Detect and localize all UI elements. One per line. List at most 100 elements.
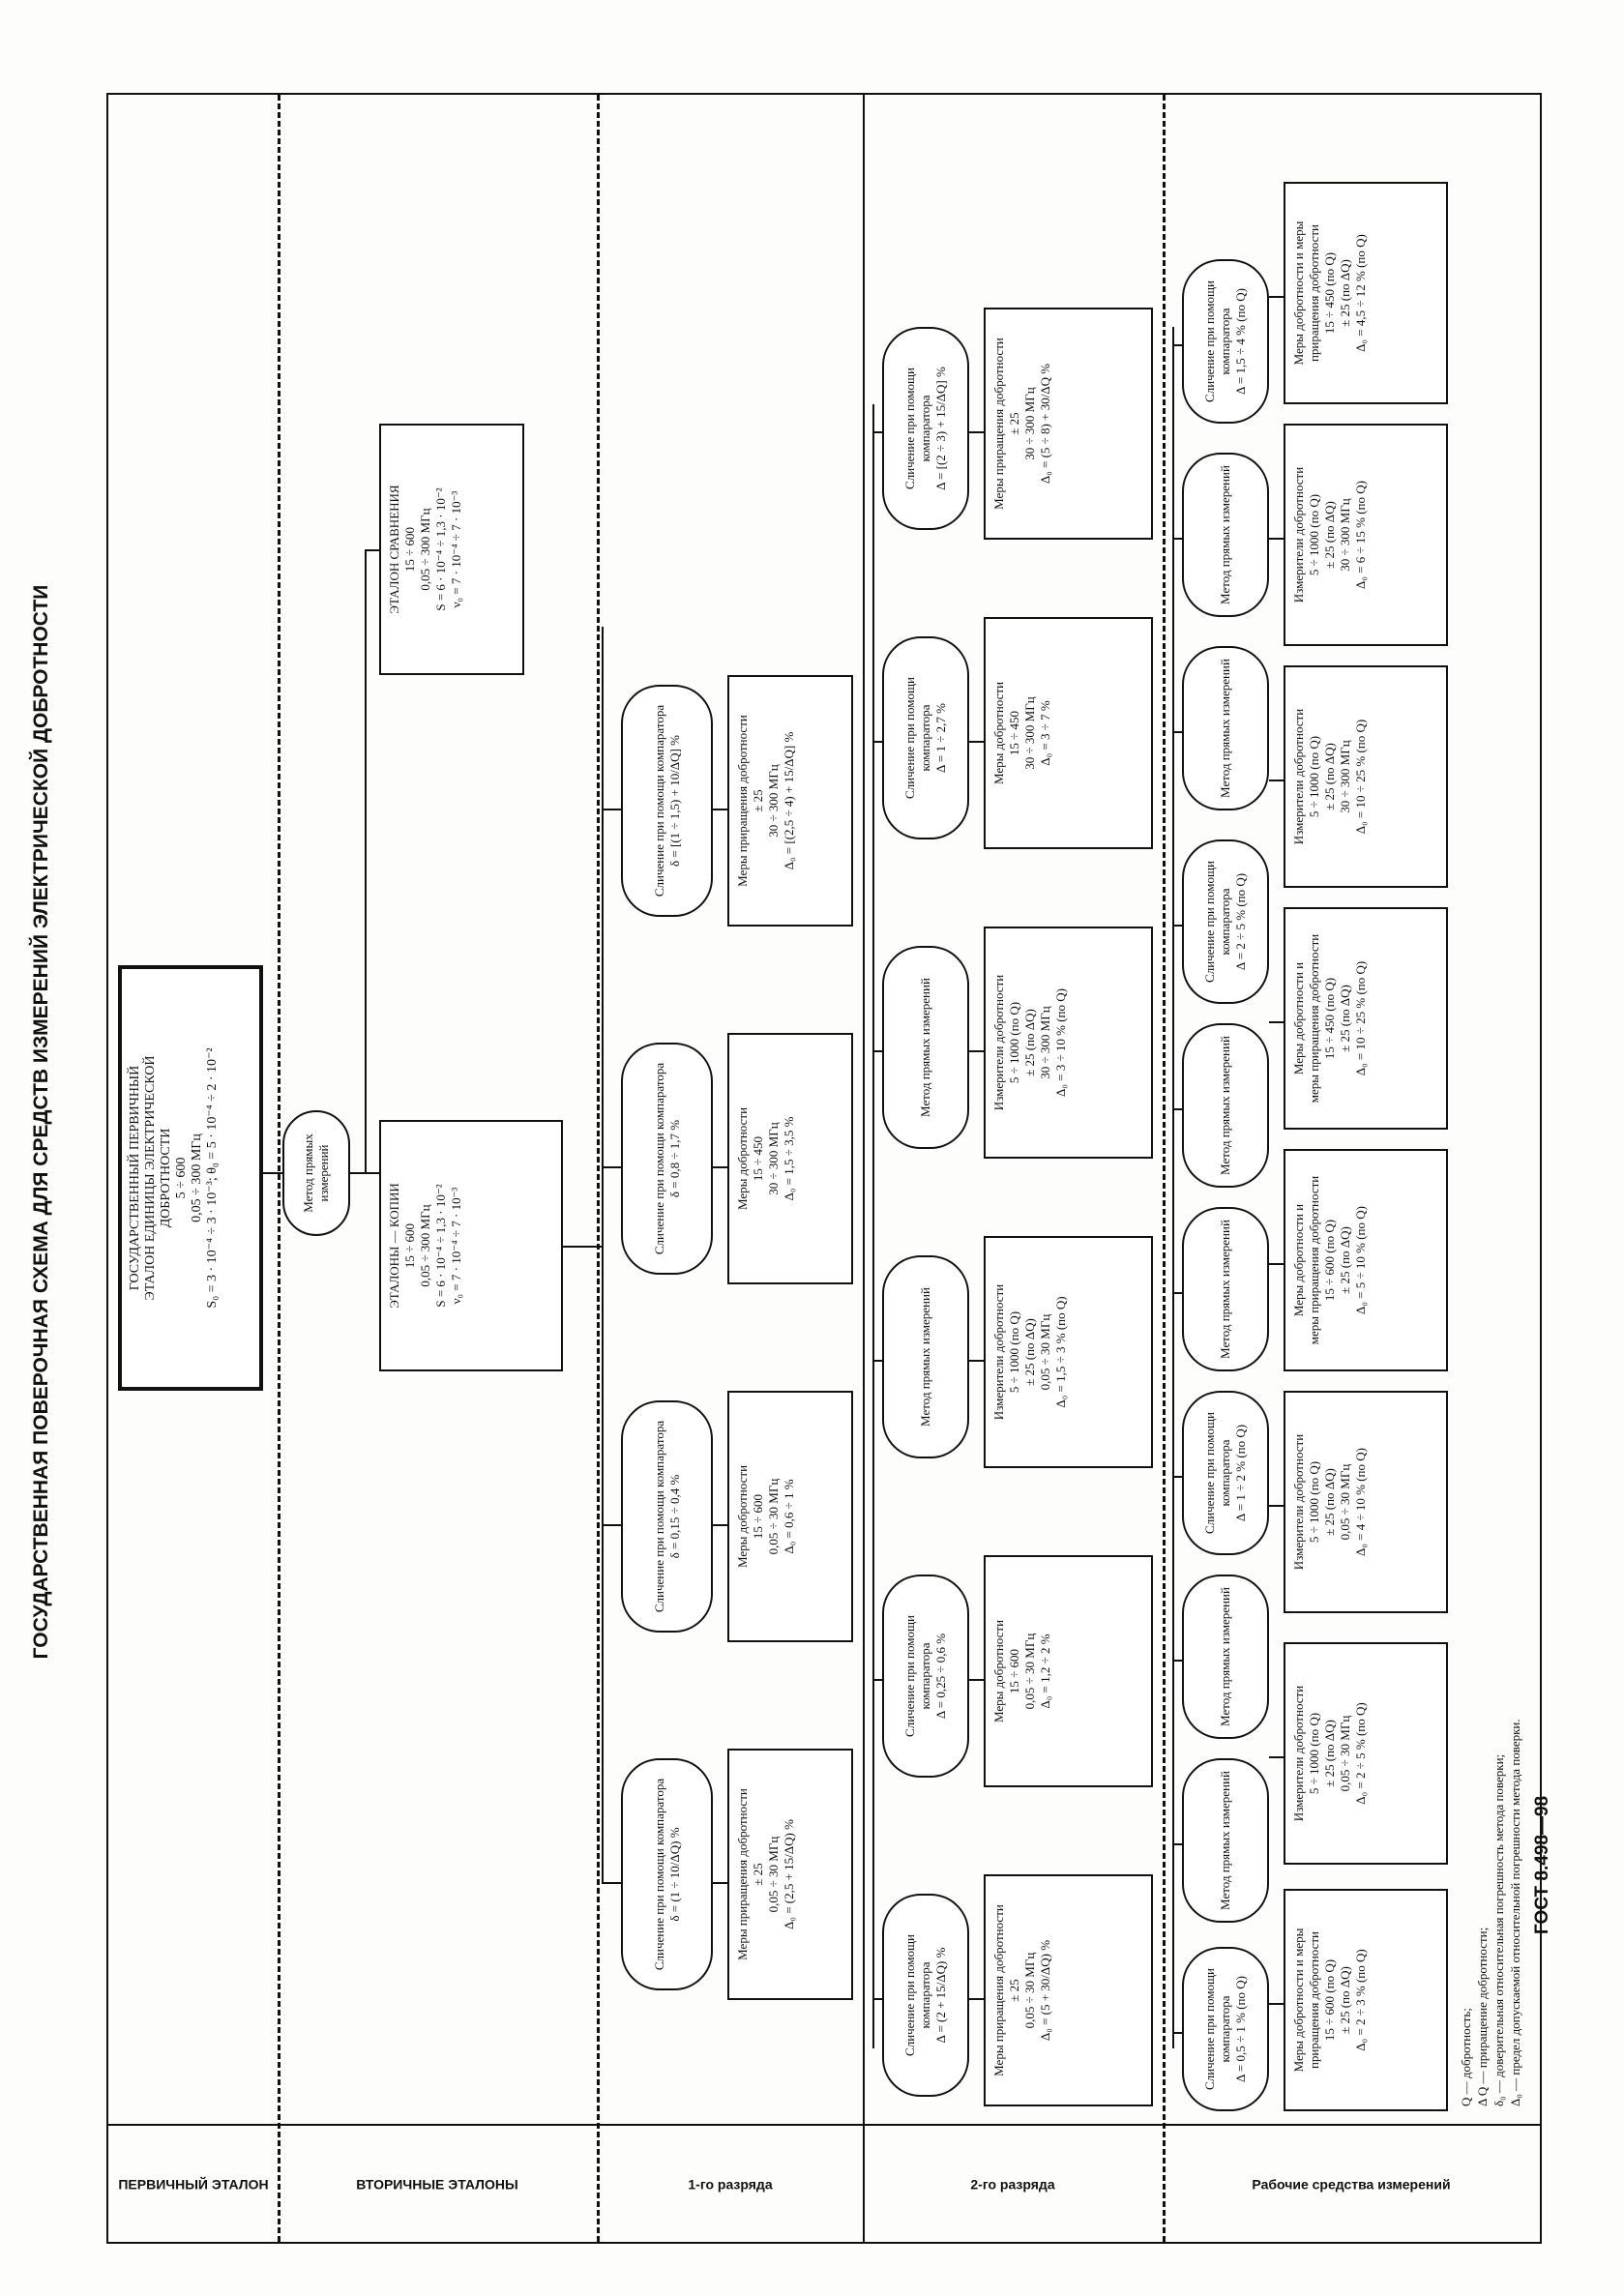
connector xyxy=(1172,538,1182,540)
text-line: Метод прямых измерений xyxy=(918,978,932,1117)
text-line: ± 25 (по ΔQ) xyxy=(1322,1720,1337,1787)
connector xyxy=(969,1679,984,1681)
text-line: 30 ÷ 300 МГц xyxy=(1038,1006,1052,1079)
legend-item: Δ Q — приращение добротности; xyxy=(1475,1927,1490,2106)
text-line: 0,05 ÷ 30 МГц xyxy=(766,1478,781,1555)
connector xyxy=(263,1172,282,1174)
text-line: 30 ÷ 300 МГц xyxy=(766,764,781,838)
connector xyxy=(1172,327,1174,2048)
text-line: Измерители добротности xyxy=(1291,466,1306,603)
text-line: Сличение при помощи компаратора xyxy=(1202,861,1232,983)
row-label-instruments: Рабочие средства измерений xyxy=(1252,2175,1451,2192)
text-line: Δ₀ = 10 ÷ 25 % (по Q) xyxy=(1353,960,1368,1076)
text-line: Меры приращения добротности xyxy=(991,1904,1006,2076)
text-line: Метод прямых измерений xyxy=(1218,465,1232,604)
connector xyxy=(1269,2003,1284,2005)
text-line: 15 ÷ 600 (по Q) xyxy=(1322,1219,1337,1302)
text-line: Δ = 0,25 ÷ 0,6 % xyxy=(933,1633,948,1720)
connector xyxy=(713,1166,727,1168)
text-line: Сличение при помощи компаратора xyxy=(902,677,932,799)
text-line: Метод прямых измерений xyxy=(1218,1220,1232,1359)
text-line: Измерители добротности xyxy=(1291,1433,1306,1571)
method-pill: Метод прямых измерений xyxy=(1182,1023,1269,1188)
connector xyxy=(1172,2032,1182,2034)
connector xyxy=(602,809,621,810)
text-line: 0,05 ÷ 30 МГц xyxy=(1022,1952,1037,2029)
connector xyxy=(1172,1292,1182,1294)
row-label-primary: ПЕРВИЧНЫЙ ЭТАЛОН xyxy=(117,2175,269,2192)
text-line: Δ₀ = 3 ÷ 7 % xyxy=(1038,700,1052,766)
text-line: Δ = 1 ÷ 2,7 % xyxy=(933,703,948,773)
connector xyxy=(872,1360,882,1362)
text-line: 0,05 ÷ 30 МГц xyxy=(1338,1463,1352,1541)
method-pill: Метод прямых измерений xyxy=(882,1255,969,1458)
connector xyxy=(1172,731,1182,733)
text-line: 30 ÷ 300 МГц xyxy=(1338,740,1352,813)
text-line: Сличение при помощи компаратора xyxy=(651,1062,666,1255)
text-line: ± 25 (по ΔQ) xyxy=(1338,1966,1352,2034)
method-pill: Метод прямых измерений xyxy=(882,946,969,1149)
text-line: Меры добротности и меры xyxy=(1291,221,1306,366)
connector xyxy=(1269,1263,1284,1265)
text-line: Измерители добротности xyxy=(1291,1685,1306,1822)
connector xyxy=(1269,296,1284,298)
text-line: Метод прямых измерений xyxy=(918,1287,932,1427)
text-line: Меры добротности xyxy=(991,1619,1006,1723)
text-line: Δ₀ = 2 ÷ 3 % (по Q) xyxy=(1353,1949,1368,2051)
connector xyxy=(563,1246,602,1248)
text-line: 15 ÷ 600 (по Q) xyxy=(1322,1958,1337,2042)
text-line: 0,05 ÷ 30 МГц xyxy=(1022,1633,1037,1710)
text-line: Сличение при помощи компаратора xyxy=(651,1778,666,1971)
text-line: ± 25 xyxy=(1007,1979,1021,2002)
text-line: ± 25 (по ΔQ) xyxy=(1022,1318,1037,1386)
text-line: Меры приращения добротности xyxy=(735,1788,750,1960)
text-line: ± 25 (по ΔQ) xyxy=(1322,1468,1337,1536)
text-line: Метод прямых измерений xyxy=(1218,1587,1232,1726)
connector xyxy=(872,1050,882,1052)
row-separator xyxy=(1163,95,1166,2242)
text-line: Метод прямых измерений xyxy=(1218,659,1232,798)
legend-item: Q — добротность; xyxy=(1459,2008,1473,2106)
text-line: ± 25 (по ΔQ) xyxy=(1338,1226,1352,1294)
text-line: Измерители добротности xyxy=(1291,708,1306,845)
text-line: Сличение при помощи компаратора xyxy=(1202,280,1232,402)
text-line: приращения добротности xyxy=(1307,223,1321,363)
text-line: Δ₀ = 2 ÷ 5 % (по Q) xyxy=(1353,1702,1368,1805)
connector xyxy=(602,1524,621,1526)
connector xyxy=(1269,1756,1284,1758)
text-line: Δ = 0,5 ÷ 1 % (по Q) xyxy=(1233,1976,1248,2082)
row-label-column: ПЕРВИЧНЫЙ ЭТАЛОН ВТОРИЧНЫЕ ЭТАЛОНЫ 1-го … xyxy=(108,2124,1540,2242)
text-line: 5 ÷ 1000 (по Q) xyxy=(1307,1460,1321,1544)
scheme-frame: ПЕРВИЧНЫЙ ЭТАЛОН ВТОРИЧНЫЕ ЭТАЛОНЫ 1-го … xyxy=(106,93,1542,2244)
text-line: 0,05 ÷ 30 МГц xyxy=(1038,1313,1052,1391)
connector xyxy=(872,431,882,433)
connector xyxy=(1269,780,1284,781)
row-label-rank2: 2-го разряда xyxy=(970,2176,1055,2192)
connector xyxy=(969,1998,984,2000)
connector xyxy=(1172,925,1182,927)
text-line: Δ₀ = 4,5 ÷ 12 % (по Q) xyxy=(1353,234,1368,352)
connector xyxy=(1269,1021,1284,1023)
text-line: Δ₀ = 3 ÷ 10 % (по Q) xyxy=(1053,988,1068,1097)
row-separator xyxy=(863,95,865,2242)
